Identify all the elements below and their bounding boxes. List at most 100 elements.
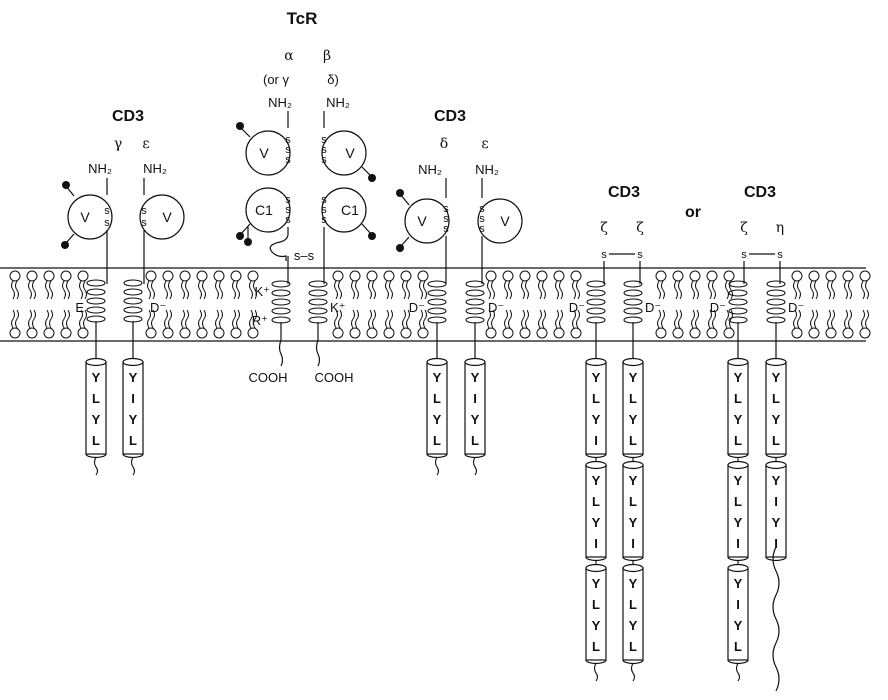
lipid-head bbox=[9, 309, 21, 339]
alpha-c1-domain bbox=[245, 187, 291, 233]
itam-residue: Y bbox=[592, 576, 601, 591]
or-label: or bbox=[685, 204, 701, 221]
lipid-head bbox=[842, 270, 854, 300]
zeta-label-1: ζ bbox=[600, 220, 608, 236]
lipid-head bbox=[570, 270, 582, 300]
lipid-head bbox=[213, 270, 225, 300]
itam-residue: Y bbox=[129, 370, 138, 385]
svg-text:s: s bbox=[285, 214, 291, 226]
epsilon-v-label-mid: V bbox=[500, 213, 510, 229]
glycan-dot bbox=[244, 238, 252, 246]
tcr-title: TcR bbox=[287, 9, 318, 28]
itam-residue: Y bbox=[629, 618, 638, 633]
lipid-head bbox=[689, 270, 701, 300]
beta-c1-domain bbox=[321, 187, 367, 233]
lipid-head bbox=[485, 270, 497, 300]
itam-residue: L bbox=[433, 433, 441, 448]
ss-mark: s bbox=[601, 249, 607, 261]
lipid-head bbox=[672, 270, 684, 300]
delta-label: δ bbox=[440, 136, 448, 152]
lipid-head bbox=[60, 309, 72, 339]
alpha-cooh: COOH bbox=[249, 370, 288, 385]
lipid-head bbox=[26, 309, 38, 339]
itam-residue: L bbox=[629, 597, 637, 612]
itam-residue: Y bbox=[592, 412, 601, 427]
beta-k-charge: K⁺ bbox=[330, 300, 346, 315]
itam-residue: I bbox=[736, 536, 740, 551]
itam-residue: L bbox=[629, 391, 637, 406]
cd3-delta-epsilon-title: CD3 bbox=[434, 108, 466, 125]
itam-residue: L bbox=[734, 494, 742, 509]
itam-residue: Y bbox=[92, 412, 101, 427]
itam-residue: L bbox=[629, 433, 637, 448]
lipid-head bbox=[366, 270, 378, 300]
zeta-label-2: ζ bbox=[636, 220, 644, 236]
glycan-dot bbox=[62, 181, 70, 189]
lipid-head bbox=[825, 309, 837, 339]
itam-residue: I bbox=[774, 536, 778, 551]
ss-mark: s bbox=[104, 205, 110, 217]
svg-text:s: s bbox=[443, 223, 449, 235]
alpha-r-charge: R⁺ bbox=[252, 313, 268, 328]
glycan-dot bbox=[368, 174, 376, 182]
svg-text:s: s bbox=[321, 154, 327, 166]
svg-text:s: s bbox=[479, 203, 485, 215]
ss-mark: s bbox=[637, 249, 643, 261]
itam-residue: Y bbox=[629, 412, 638, 427]
itam-residue: Y bbox=[129, 412, 138, 427]
itam-residue: Y bbox=[734, 576, 743, 591]
itam-residue: Y bbox=[734, 618, 743, 633]
ss-mark: s bbox=[141, 205, 147, 217]
itam-residue: Y bbox=[734, 370, 743, 385]
lipid-head bbox=[349, 270, 361, 300]
lipid-head bbox=[366, 309, 378, 339]
tm-d-zeta-2: D⁻ bbox=[645, 300, 661, 315]
itam-residue: L bbox=[772, 391, 780, 406]
alpha-v-domain bbox=[245, 130, 291, 176]
beta-c1-label: C1 bbox=[341, 202, 359, 218]
glycan-dot bbox=[236, 232, 244, 240]
itam-residue: L bbox=[734, 433, 742, 448]
cd3-mid-ss-marks: sss sss bbox=[443, 203, 485, 235]
gamma-v-domain bbox=[67, 194, 113, 240]
itam-residue: I bbox=[594, 433, 598, 448]
lipid-head bbox=[196, 309, 208, 339]
itam-residue: Y bbox=[471, 370, 480, 385]
itam-residue: I bbox=[594, 536, 598, 551]
lipid-head bbox=[655, 270, 667, 300]
alpha-k-charge: K⁺ bbox=[254, 284, 270, 299]
eta-tail bbox=[772, 546, 780, 692]
delta-v-domain bbox=[404, 198, 450, 244]
itam-residue: Y bbox=[433, 370, 442, 385]
itam-residue: Y bbox=[592, 473, 601, 488]
lipid-head bbox=[26, 270, 38, 300]
lipid-head bbox=[553, 309, 565, 339]
zeta-label-3: ζ bbox=[740, 220, 748, 236]
svg-text:s: s bbox=[321, 194, 327, 206]
itam-residue: Y bbox=[592, 515, 601, 530]
beta-label: β bbox=[323, 48, 331, 64]
glycan-dot bbox=[396, 189, 404, 197]
lipid-head bbox=[859, 270, 871, 300]
itam-residue: L bbox=[734, 639, 742, 654]
lipid-head bbox=[349, 309, 361, 339]
lipid-head bbox=[77, 270, 89, 300]
itam-residue: L bbox=[629, 639, 637, 654]
glycan-dot bbox=[61, 241, 69, 249]
lipid-head bbox=[400, 270, 412, 300]
cd3-zeta-title: CD3 bbox=[608, 184, 640, 201]
lipid-head bbox=[162, 270, 174, 300]
itam-residue: L bbox=[592, 639, 600, 654]
lipid-head bbox=[9, 270, 21, 300]
